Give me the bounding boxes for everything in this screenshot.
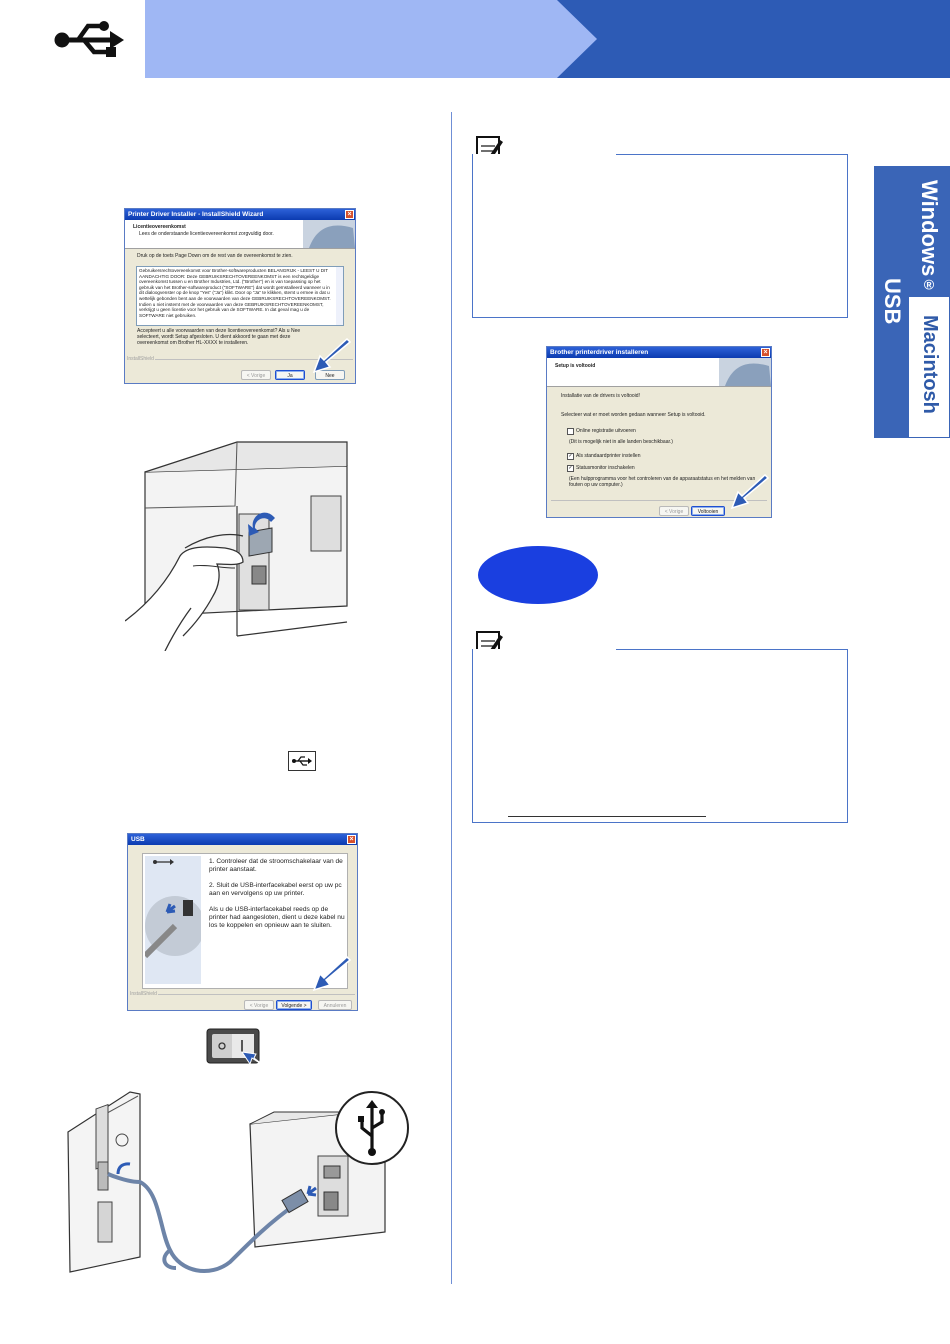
side-tab-usb: USB xyxy=(874,166,908,438)
status-monitor-checkbox[interactable]: ✓ xyxy=(567,465,574,472)
footer-label: InstallShield xyxy=(127,356,154,362)
usb-port-icon xyxy=(288,751,316,771)
side-tab-usb-label: USB xyxy=(880,278,905,325)
next-button[interactable]: Volgende > xyxy=(276,1000,312,1010)
step-ellipse xyxy=(478,546,598,604)
setup-complete-heading: Setup is voltooid xyxy=(555,363,596,369)
default-printer-checkbox[interactable]: ✓ xyxy=(567,453,574,460)
select-text: Selecteer wat er moet worden gedaan wann… xyxy=(561,412,706,418)
note-box-2-link-underline xyxy=(508,816,706,817)
column-divider xyxy=(451,112,452,1284)
setup-complete-header: Setup is voltooid xyxy=(547,358,771,386)
finish-button[interactable]: Voltooien xyxy=(691,506,725,516)
option-1-label: Online registratie uitvoeren xyxy=(576,428,636,434)
wizard-graphic xyxy=(719,358,771,386)
usb-cable-graphic xyxy=(145,856,201,984)
usb-dialog-title: USB xyxy=(131,836,145,843)
power-switch-illustration xyxy=(206,1028,271,1071)
license-dialog: Printer Driver Installer - InstallShield… xyxy=(124,208,356,384)
no-button[interactable]: Nee xyxy=(315,370,345,380)
close-icon[interactable]: × xyxy=(347,835,356,844)
side-tab-windows-label: Windows xyxy=(917,180,942,277)
side-tab-windows: Windows® xyxy=(908,166,950,296)
pointer-arrow-icon xyxy=(730,474,770,510)
usb-dialog: USB × 1. Controleer dat de stroomschakela… xyxy=(127,833,358,1011)
printer-label-illustration xyxy=(125,441,348,651)
license-subheading: Lees de onderstaande licentieovereenkoms… xyxy=(139,231,274,237)
note-box-2 xyxy=(472,649,848,823)
close-icon[interactable]: × xyxy=(761,348,770,357)
agreement-textbox[interactable]: Gebruikersrechtovereenkomst voor Brother… xyxy=(136,266,344,326)
agreement-scrollbar[interactable] xyxy=(336,267,343,325)
license-dialog-title: Printer Driver Installer - InstallShield… xyxy=(128,211,264,218)
header-banner xyxy=(145,0,950,78)
option-1-note: (Dit is mogelijk niet in alle landen bes… xyxy=(569,439,673,445)
cancel-button[interactable]: Annuleren xyxy=(318,1000,352,1010)
registered-mark: ® xyxy=(921,276,937,293)
wizard-graphic xyxy=(303,220,355,248)
installed-text: Installatie van de drivers is voltooid! xyxy=(561,393,640,399)
side-tab-macintosh: Macintosh xyxy=(908,296,950,438)
pointer-arrow-icon xyxy=(312,956,352,992)
note-box-1 xyxy=(472,154,848,318)
setup-complete-dialog: Brother printerdriver installeren × Setup… xyxy=(546,346,772,518)
header-usb-icon xyxy=(52,20,130,60)
option-2-label: Als standaardprinter instellen xyxy=(576,453,641,459)
license-dialog-header: Licentieovereenkomst Lees de onderstaand… xyxy=(125,220,355,248)
side-tab-macintosh-label: Macintosh xyxy=(919,315,941,414)
back-button[interactable]: < Vorige xyxy=(241,370,271,380)
back-button[interactable]: < Vorige xyxy=(244,1000,274,1010)
option-3-note: (Een hulpprogramma voor het controleren … xyxy=(569,476,756,488)
yes-button[interactable]: Ja xyxy=(275,370,305,380)
footer-label: InstallShield xyxy=(130,991,157,997)
agreement-text: Gebruikersrechtovereenkomst voor Brother… xyxy=(139,268,331,318)
pointer-arrow-icon xyxy=(312,338,352,374)
license-question: Accepteert u alle voorwaarden van deze l… xyxy=(137,328,301,346)
usb-instructions-panel: 1. Controleer dat de stroomschakelaar va… xyxy=(142,853,348,989)
usb-step-2: 2. Sluit de USB-interfacekabel eerst op … xyxy=(209,882,342,897)
license-instruction: Druk op de toets Page Down om de rest va… xyxy=(137,253,293,259)
note-box-1-top xyxy=(616,154,848,155)
usb-step-3: Als u de USB-interfacekabel reeds op de … xyxy=(209,906,345,929)
setup-complete-title: Brother printerdriver installeren xyxy=(550,349,649,356)
note-box-2-top xyxy=(616,649,848,650)
close-icon[interactable]: × xyxy=(345,210,354,219)
usb-cable-connection-illustration xyxy=(67,1091,409,1273)
usb-step-1: 1. Controleer dat de stroomschakelaar va… xyxy=(209,858,343,873)
back-button[interactable]: < Vorige xyxy=(659,506,689,516)
option-3-label: Statusmonitor inschakelen xyxy=(576,465,635,471)
license-heading: Licentieovereenkomst xyxy=(133,224,186,230)
online-registration-checkbox[interactable] xyxy=(567,428,574,435)
